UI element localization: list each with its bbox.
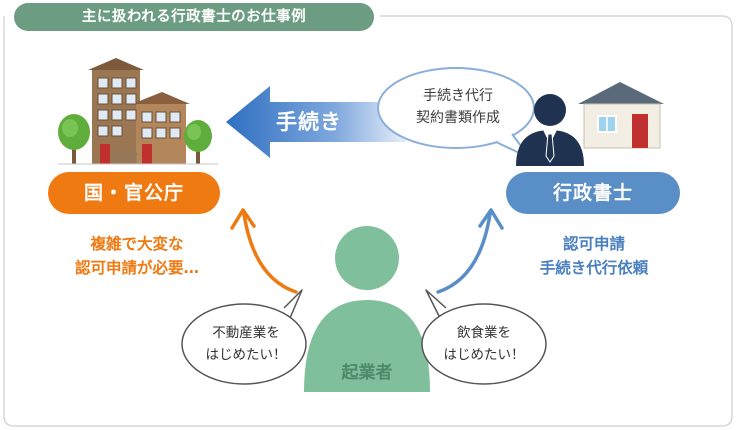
scrivener-bubble-line-2: 契約書類作成 xyxy=(388,107,528,129)
entrepreneur-right-bubble-line-2: はじめたい！ xyxy=(426,344,542,366)
scrivener-label: 行政書士 xyxy=(506,172,680,214)
scrivener-bubble-line-1: 手続き代行 xyxy=(388,85,528,107)
curved-arrow-to-scrivener xyxy=(426,200,516,300)
entrepreneur-label: 起業者 xyxy=(306,358,428,383)
entrepreneur-left-bubble-text: 不動産業を はじめたい！ xyxy=(188,322,304,366)
scrivener-person-icon xyxy=(510,92,590,166)
page-title: 主に扱われる行政書士のお仕事例 xyxy=(14,3,374,31)
scrivener-note-line-2: 手続き代行依頼 xyxy=(496,256,692,280)
government-label: 国・官公庁 xyxy=(48,172,220,214)
scrivener-note-line-1: 認可申請 xyxy=(496,232,692,256)
government-note: 複雑で大変な 認可申請が必要… xyxy=(44,232,230,280)
scrivener-note: 認可申請 手続き代行依頼 xyxy=(496,232,692,280)
entrepreneur-left-bubble-line-1: 不動産業を xyxy=(188,322,304,344)
entrepreneur-left-bubble-line-2: はじめたい！ xyxy=(188,344,304,366)
scrivener-bubble-text: 手続き代行 契約書類作成 xyxy=(388,85,528,129)
entrepreneur-right-bubble-text: 飲食業を はじめたい！ xyxy=(426,322,542,366)
government-building-icon xyxy=(58,56,218,168)
entrepreneur-right-bubble-line-1: 飲食業を xyxy=(426,322,542,344)
government-note-line-2: 認可申請が必要… xyxy=(44,256,230,280)
procedure-arrow-label: 手続き xyxy=(276,106,342,136)
government-note-line-1: 複雑で大変な xyxy=(44,232,230,256)
